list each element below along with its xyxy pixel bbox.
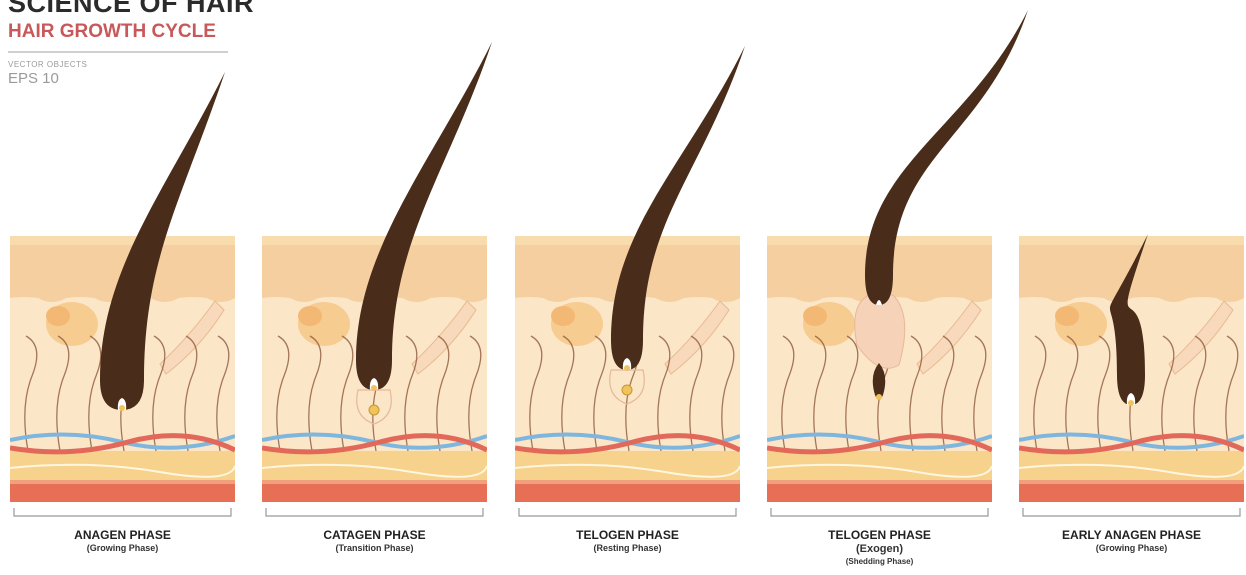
phase-name: EARLY ANAGEN PHASE [1012,528,1246,542]
muscle-edge [262,480,487,484]
phase-label: ANAGEN PHASE(Growing Phase) [3,528,243,554]
muscle-layer [262,484,487,502]
phase-label: TELOGEN PHASE(Exogen)(Shedding Phase) [760,528,1000,567]
dermal-papilla [119,405,125,411]
dermal-papilla-detached [622,385,632,395]
phase-subtitle: (Resting Phase) [508,542,748,554]
sebaceous-gland-lobe [1055,306,1079,326]
muscle-edge [10,480,235,484]
panel-bracket [771,508,988,516]
phase-extra-subtitle: (Shedding Phase) [760,556,1000,567]
phase-name: CATAGEN PHASE [255,528,495,542]
muscle-layer [767,484,992,502]
sebaceous-gland-lobe [551,306,575,326]
panel-bracket [266,508,483,516]
phase-subtitle: (Growing Phase) [3,542,243,554]
sebaceous-gland-lobe [803,306,827,326]
phase-label: EARLY ANAGEN PHASE(Growing Phase) [1012,528,1246,554]
sebaceous-gland-lobe [46,306,70,326]
phase-subtitle: (Exogen) [760,542,1000,556]
dermal-papilla-detached [369,405,379,415]
dermal-papilla [876,394,882,400]
phase-name: TELOGEN PHASE [508,528,748,542]
skin-surface [1019,236,1244,245]
muscle-edge [515,480,740,484]
muscle-layer [10,484,235,502]
panel-bracket [519,508,736,516]
muscle-edge [767,480,992,484]
skin-surface [262,236,487,245]
muscle-layer [1019,484,1244,502]
phase-label: CATAGEN PHASE(Transition Phase) [255,528,495,554]
skin-surface [515,236,740,245]
sebaceous-gland-lobe [298,306,322,326]
panel-bracket [1023,508,1240,516]
dermal-papilla [1128,400,1134,406]
phase-subtitle: (Growing Phase) [1012,542,1246,554]
phase-name: TELOGEN PHASE [760,528,1000,542]
phase-subtitle: (Transition Phase) [255,542,495,554]
muscle-layer [515,484,740,502]
panel-bracket [14,508,231,516]
skin-surface [10,236,235,245]
phase-label: TELOGEN PHASE(Resting Phase) [508,528,748,554]
muscle-edge [1019,480,1244,484]
phase-name: ANAGEN PHASE [3,528,243,542]
